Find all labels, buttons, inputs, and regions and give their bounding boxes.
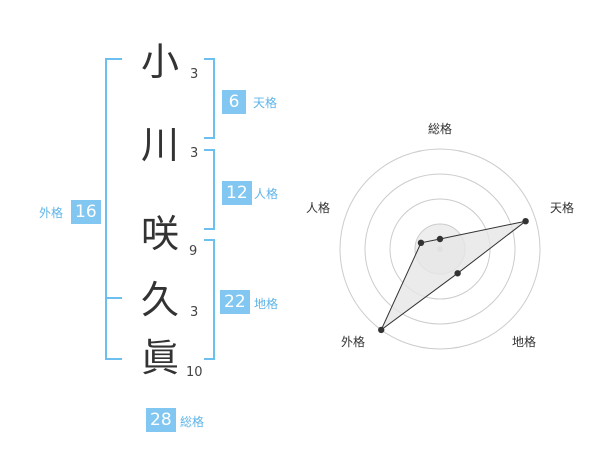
radar-point-3 (378, 326, 385, 334)
name-char-3: 咲 (140, 212, 179, 256)
radar-ring-3 (364, 173, 516, 325)
stroke-count-4: 3 (190, 305, 199, 320)
tenkaku-bracket (204, 58, 215, 139)
radar-series-polygon (380, 220, 526, 331)
radar-axis-label-chikaku: 地格 (512, 335, 537, 349)
chikaku-bracket (204, 239, 215, 360)
gaikaku-label: 外格 (39, 206, 64, 220)
stroke-count-5: 10 (186, 365, 203, 380)
chikaku-badge: 22 (220, 290, 250, 314)
radar-axis-label-soukaku: 総格 (428, 122, 453, 136)
radar-axis-label-jinkaku: 人格 (306, 201, 331, 215)
tenkaku-badge: 6 (222, 90, 246, 114)
stroke-count-1: 3 (190, 67, 199, 82)
gaikaku-badge: 16 (71, 200, 101, 224)
name-char-2: 川 (140, 123, 179, 167)
radar-ring-4 (339, 148, 541, 350)
chikaku-label: 地格 (254, 297, 279, 311)
name-char-5: 眞 (140, 336, 179, 380)
radar-axis-label-tenkaku: 天格 (550, 201, 575, 215)
jinkaku-label: 人格 (254, 187, 279, 201)
radar-point-4 (417, 239, 425, 247)
jinkaku-bracket (204, 149, 215, 230)
name-char-4: 久 (140, 278, 179, 322)
soukaku-badge: 28 (146, 408, 176, 432)
jinkaku-badge: 12 (222, 181, 252, 205)
stroke-count-3: 9 (189, 244, 198, 259)
name-char-1: 小 (140, 40, 179, 84)
tenkaku-label: 天格 (253, 96, 278, 110)
gaikaku-bracket (105, 58, 122, 360)
soukaku-label: 総格 (180, 415, 205, 429)
radar-point-0 (436, 235, 444, 243)
radar-axis-label-gaikaku: 外格 (341, 335, 366, 349)
radar-point-1 (522, 217, 529, 225)
stroke-count-2: 3 (190, 146, 199, 161)
radar-point-2 (454, 270, 461, 277)
